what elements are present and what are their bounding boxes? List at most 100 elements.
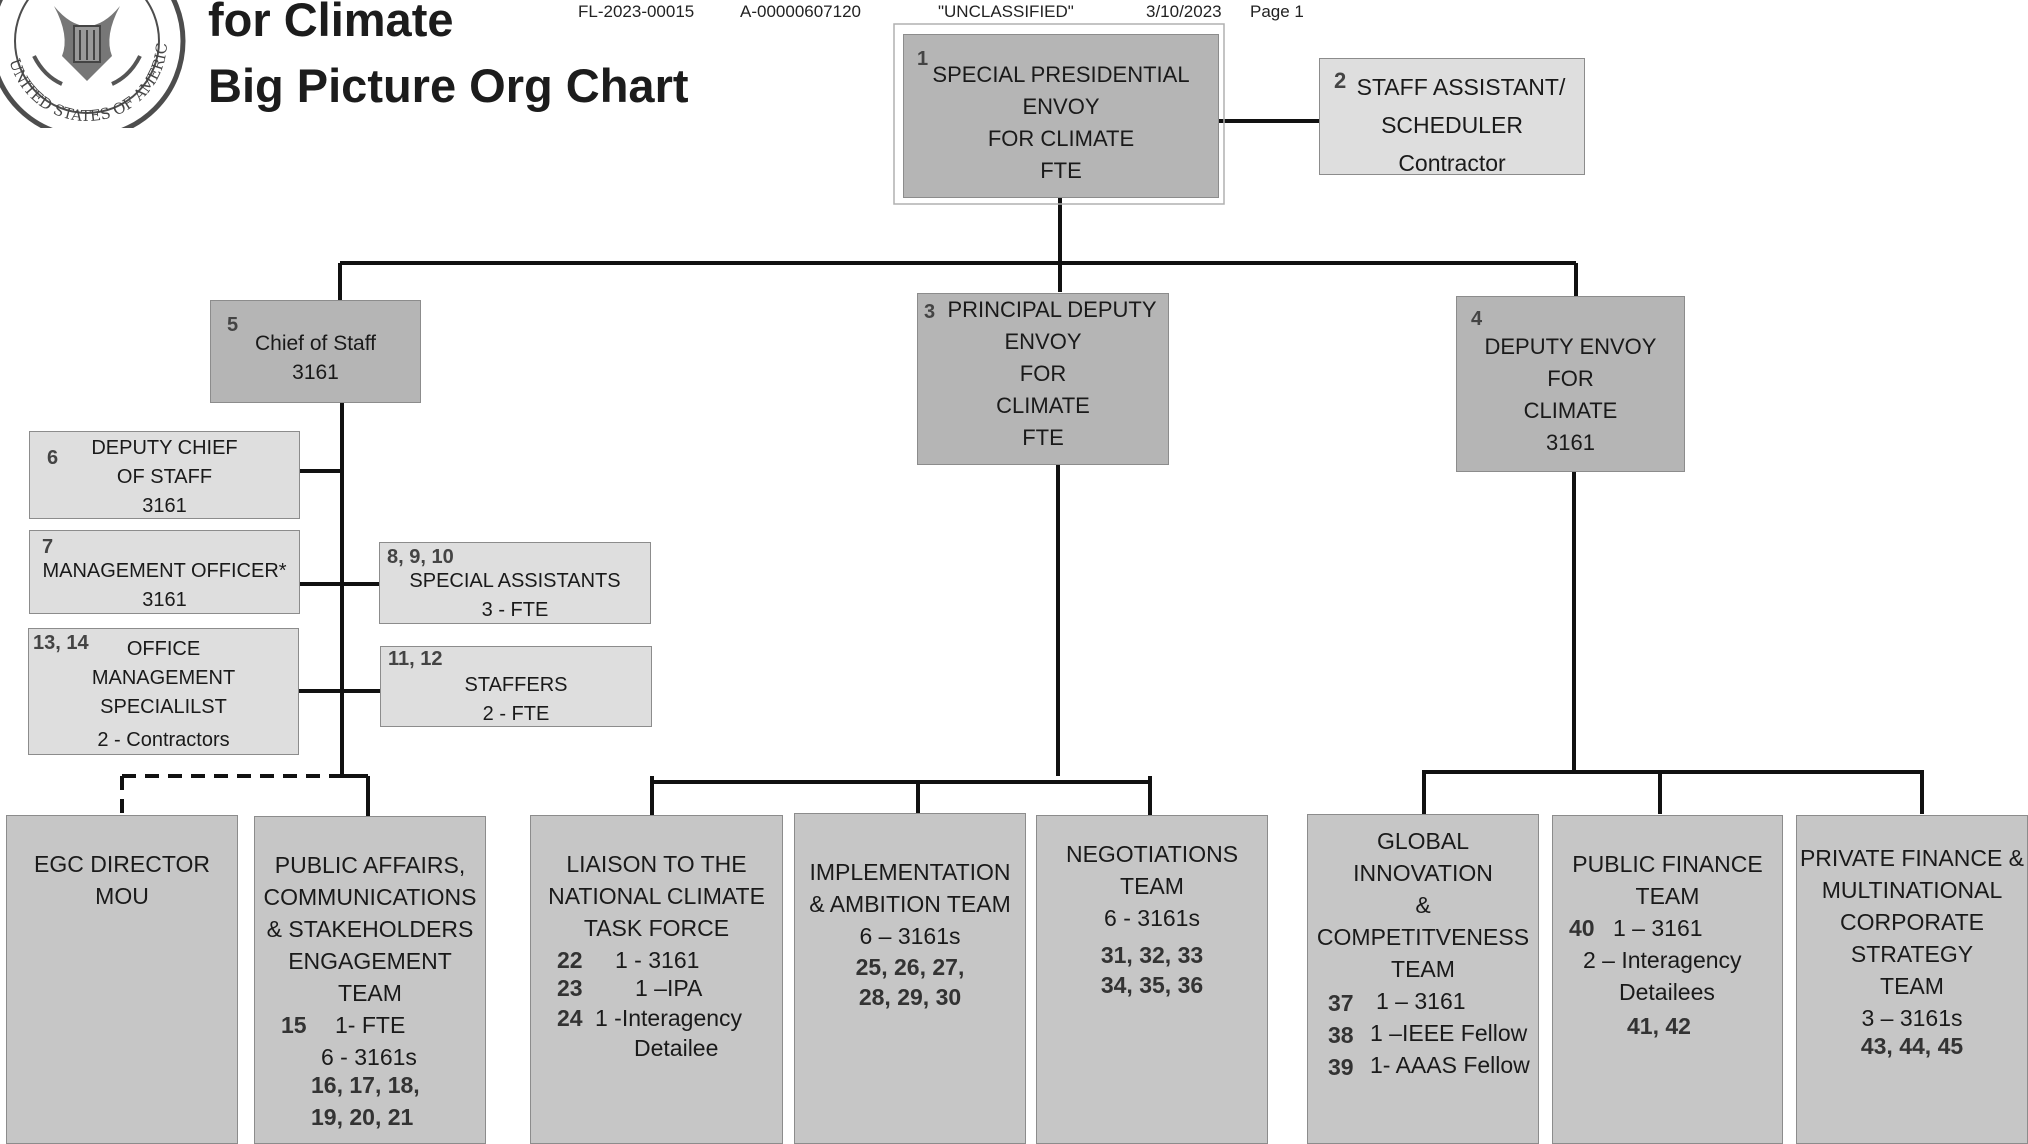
box-chief-of-staff: 5 Chief of Staff 3161 xyxy=(210,300,421,403)
position-numbers: 19, 20, 21 xyxy=(311,1104,414,1130)
position-number: 23 xyxy=(557,975,583,1001)
box-management-officer: 7 MANAGEMENT OFFICER* 3161 xyxy=(29,530,300,614)
box-staff-assistant-scheduler: 2 STAFF ASSISTANT/ SCHEDULER Contractor xyxy=(1319,58,1585,176)
box-line: COMPETITVENESS xyxy=(1316,924,1530,950)
position-number: 40 xyxy=(1569,915,1595,941)
box-line: TEAM xyxy=(1120,873,1184,899)
box-line: 1 – 3161 xyxy=(1376,988,1466,1014)
box-line: FOR CLIMATE xyxy=(987,126,1135,151)
box-line: 6 - 3161s xyxy=(1104,905,1200,931)
box-line: CLIMATE xyxy=(1523,398,1618,423)
page-title-line-1: for Climate xyxy=(208,0,454,46)
box-line: 3161 xyxy=(142,495,187,517)
box-line: Detailee xyxy=(634,1035,719,1061)
box-line: ENVOY xyxy=(1004,329,1082,354)
position-number: 6 xyxy=(47,447,59,469)
position-numbers: 34, 35, 36 xyxy=(1100,972,1204,998)
box-public-affairs-team: PUBLIC AFFAIRS, COMMUNICATIONS & STAKEHO… xyxy=(254,816,486,1144)
box-global-innovation-competitiveness-team: GLOBAL INNOVATION & COMPETITVENESS TEAM … xyxy=(1307,814,1539,1144)
box-line: PUBLIC FINANCE xyxy=(1572,851,1763,877)
box-implementation-ambition-team: IMPLEMENTATION & AMBITION TEAM 6 – 3161s… xyxy=(794,813,1026,1144)
box-liaison-national-climate-task-force: LIAISON TO THE NATIONAL CLIMATE TASK FOR… xyxy=(530,815,783,1144)
box-special-assistants: 8, 9, 10 SPECIAL ASSISTANTS 3 - FTE xyxy=(379,542,651,624)
box-line: Detailees xyxy=(1619,979,1715,1005)
box-line: MANAGEMENT xyxy=(91,667,236,689)
box-line: PRIVATE FINANCE & xyxy=(1799,845,2025,871)
box-line: LIAISON TO THE xyxy=(566,851,747,877)
box-line: 3161 xyxy=(1546,430,1595,455)
box-line: 1 –IEEE Fellow xyxy=(1370,1020,1528,1046)
box-line: NATIONAL CLIMATE xyxy=(548,883,765,909)
box-line: MULTINATIONAL xyxy=(1821,877,2003,903)
box-line: TEAM xyxy=(1391,956,1455,982)
box-line: STAFFERS xyxy=(464,674,568,696)
box-line: STRATEGY xyxy=(1850,941,1974,967)
box-public-finance-team: PUBLIC FINANCE TEAM 40 1 – 3161 2 – Inte… xyxy=(1552,815,1783,1144)
position-number: 4 xyxy=(1471,308,1483,330)
box-line: 6 - 3161s xyxy=(321,1044,417,1070)
box-line: 1- AAAS Fellow xyxy=(1370,1052,1530,1078)
box-line: PUBLIC AFFAIRS, xyxy=(274,852,466,878)
position-numbers: 25, 26, 27, xyxy=(855,954,965,980)
position-numbers: 43, 44, 45 xyxy=(1860,1033,1964,1059)
box-line: ENGAGEMENT xyxy=(288,948,452,974)
box-line: MOU xyxy=(95,883,149,909)
box-line: SPECIALILST xyxy=(100,696,227,718)
box-line: INNOVATION xyxy=(1353,860,1493,886)
box-line: TEAM xyxy=(1635,883,1700,909)
position-numbers: 41, 42 xyxy=(1627,1013,1691,1039)
box-line: 1 - 3161 xyxy=(615,947,700,973)
box-line: EGC DIRECTOR xyxy=(34,851,210,877)
box-line: TASK FORCE xyxy=(583,915,730,941)
box-line: OFFICE xyxy=(126,638,201,660)
box-line: GLOBAL xyxy=(1376,828,1470,854)
position-number: 22 xyxy=(557,947,583,973)
box-line: CORPORATE xyxy=(1840,909,1984,935)
case-number: FL-2023-00015 xyxy=(578,2,695,21)
box-line: Contractor xyxy=(1398,150,1506,176)
box-line: DEPUTY ENVOY xyxy=(1484,334,1657,359)
box-line: DEPUTY CHIEF xyxy=(91,437,238,459)
box-line: SPECIAL ASSISTANTS xyxy=(409,570,621,592)
box-principal-deputy-envoy: 3 PRINCIPAL DEPUTY ENVOY FOR CLIMATE FTE xyxy=(917,293,1169,465)
box-deputy-envoy: 4 DEPUTY ENVOY FOR CLIMATE 3161 xyxy=(1456,296,1685,472)
box-office-management-specialist: 13, 14 OFFICE MANAGEMENT SPECIALILST 2 -… xyxy=(28,628,299,755)
box-line: FOR xyxy=(1547,366,1594,391)
box-line: 2 - FTE xyxy=(482,703,550,725)
box-line: NEGOTIATIONS xyxy=(1065,841,1239,867)
position-number: 8, 9, 10 xyxy=(387,546,454,568)
position-number: 2 xyxy=(1334,68,1347,93)
box-line: MANAGEMENT OFFICER* xyxy=(42,560,287,582)
box-line: & STAKEHOLDERS xyxy=(266,916,474,942)
document-date: 3/10/2023 xyxy=(1146,2,1222,21)
box-egc-director: EGC DIRECTOR MOU xyxy=(6,815,238,1144)
box-line: 1 -Interagency xyxy=(595,1005,743,1031)
box-private-finance-strategy-team: PRIVATE FINANCE & MULTINATIONAL CORPORAT… xyxy=(1796,815,2028,1144)
box-deputy-chief-of-staff: 6 DEPUTY CHIEF OF STAFF 3161 xyxy=(29,431,300,519)
position-number: 37 xyxy=(1328,990,1354,1016)
box-special-presidential-envoy: 1 SPECIAL PRESIDENTIAL ENVOY FOR CLIMATE… xyxy=(903,34,1219,198)
position-number: 38 xyxy=(1328,1022,1354,1048)
box-line: ENVOY xyxy=(1022,94,1100,119)
box-line: 2 – Interagency xyxy=(1583,947,1742,973)
page-title-line-2: Big Picture Org Chart xyxy=(208,59,689,112)
box-line: FTE xyxy=(1022,425,1064,450)
position-number: 11, 12 xyxy=(388,648,443,670)
position-numbers: 28, 29, 30 xyxy=(858,984,962,1010)
box-line: IMPLEMENTATION xyxy=(809,859,1011,885)
box-line: & AMBITION TEAM xyxy=(809,891,1011,917)
box-line: 3161 xyxy=(142,589,187,611)
box-line: 1- FTE xyxy=(335,1012,406,1038)
position-number: 5 xyxy=(227,314,239,336)
state-department-seal: UNITED STATES OF AMERICA xyxy=(0,0,186,128)
box-line: TEAM xyxy=(338,980,402,1006)
box-line: 1 –IPA xyxy=(635,975,703,1001)
box-line: OF STAFF xyxy=(116,466,213,488)
box-line: SPECIAL PRESIDENTIAL xyxy=(932,62,1190,87)
box-line: Chief of Staff xyxy=(254,332,377,355)
position-number: 1 xyxy=(917,48,929,70)
box-line: & xyxy=(1415,892,1431,918)
box-line: STAFF ASSISTANT/ xyxy=(1356,74,1566,100)
box-staffers: 11, 12 STAFFERS 2 - FTE xyxy=(380,646,652,727)
